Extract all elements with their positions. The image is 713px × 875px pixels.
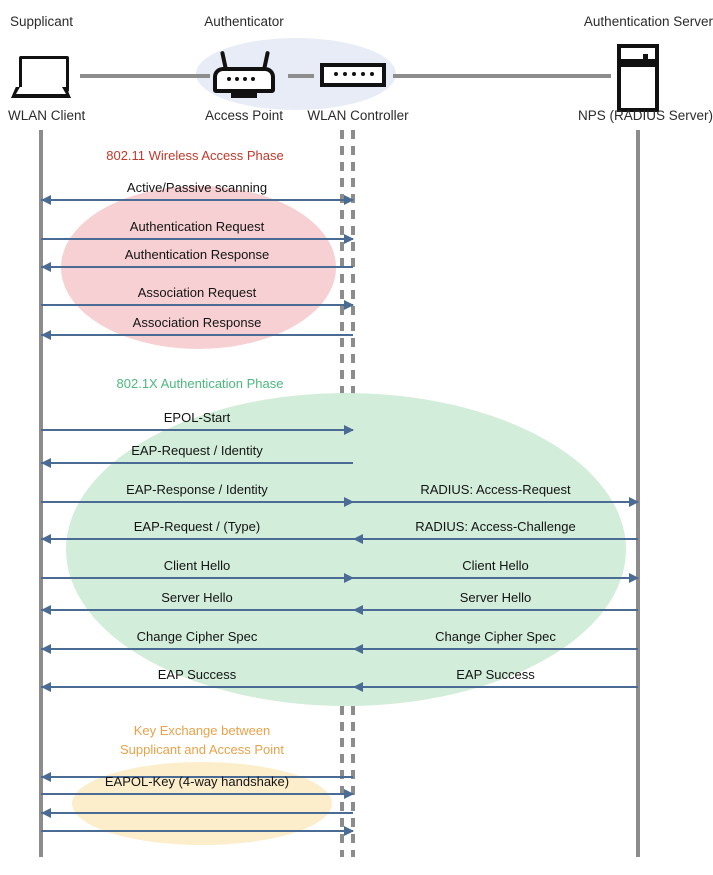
link-ap-to-controller: [288, 74, 314, 78]
arrow-head-right: [629, 497, 639, 507]
message-label: RADIUS: Access-Challenge: [415, 519, 576, 534]
arrow-head-left: [41, 682, 51, 692]
phase-label-key-exchange-line2: Supplicant and Access Point: [119, 742, 285, 757]
arrow-head-left: [41, 458, 51, 468]
arrow-line: [41, 793, 353, 795]
actor-role-authenticator: Authenticator: [204, 14, 284, 29]
arrow-head-right: [344, 300, 354, 310]
lifeline-supplicant: [39, 130, 43, 857]
message-label: EAP-Request / (Type): [133, 519, 261, 534]
actor-role-supplicant: Supplicant: [10, 14, 74, 29]
arrow-head-right: [344, 826, 354, 836]
message-label: Server Hello: [161, 590, 233, 605]
arrow-line: [41, 830, 353, 832]
arrow-line: [41, 501, 353, 503]
server-icon: [617, 44, 659, 112]
arrow-line: [41, 776, 353, 778]
message-label: Client Hello: [462, 558, 529, 573]
message-label: Association Request: [137, 285, 257, 300]
arrow-line: [41, 334, 353, 336]
arrow-head-left: [41, 534, 51, 544]
arrow-line: [41, 812, 353, 814]
link-client-to-ap: [80, 74, 210, 78]
arrow-head-left: [41, 262, 51, 272]
arrow-line: [41, 577, 353, 579]
message-label: EAP Success: [456, 667, 535, 682]
arrow-head-right: [344, 573, 354, 583]
message-label: EAPOL-Key (4-way handshake): [104, 774, 290, 789]
arrow-line: [41, 304, 353, 306]
arrow-head-left: [41, 605, 51, 615]
actor-device-access-point: Access Point: [204, 108, 284, 123]
phase-label-8021x: 802.1X Authentication Phase: [116, 376, 284, 391]
phase-label-80211: 802.11 Wireless Access Phase: [106, 148, 284, 163]
lifeline-auth-server: [636, 130, 640, 857]
message-label: EPOL-Start: [163, 410, 231, 425]
arrow-line: [41, 199, 353, 201]
actor-device-nps-radius-server: NPS (RADIUS Server): [577, 108, 713, 123]
arrow-line: [41, 429, 353, 431]
arrow-head-right: [629, 573, 639, 583]
arrow-line: [353, 538, 638, 540]
message-label: EAP-Response / Identity: [126, 482, 268, 497]
arrow-head-right: [344, 789, 354, 799]
actor-device-wlan-controller: WLAN Controller: [307, 108, 409, 123]
arrow-line: [353, 501, 638, 503]
message-label: Association Response: [132, 315, 262, 330]
message-label: Client Hello: [163, 558, 231, 573]
phase-ellipse-8021x: [66, 393, 626, 706]
arrow-line: [41, 462, 353, 464]
actor-role-authentication-server: Authentication Server: [583, 14, 713, 29]
wlan-controller-icon: [320, 63, 386, 87]
arrow-head-left: [353, 682, 363, 692]
message-label: Change Cipher Spec: [136, 629, 258, 644]
message-label: Change Cipher Spec: [435, 629, 556, 644]
arrow-line: [41, 686, 353, 688]
arrow-line: [41, 266, 353, 268]
message-label: Active/Passive scanning: [126, 180, 268, 195]
arrow-head-left: [353, 644, 363, 654]
arrow-head-right: [344, 195, 354, 205]
arrow-head-left: [41, 808, 51, 818]
arrow-line: [41, 538, 353, 540]
arrow-head-left: [41, 644, 51, 654]
message-label: RADIUS: Access-Request: [420, 482, 571, 497]
access-point-icon: [213, 50, 277, 101]
arrow-line: [41, 648, 353, 650]
message-label: Authentication Response: [124, 247, 270, 262]
arrow-line: [353, 609, 638, 611]
arrow-head-right: [344, 234, 354, 244]
arrow-head-left: [41, 330, 51, 340]
arrow-line: [353, 686, 638, 688]
phase-label-key-exchange-line1: Key Exchange between: [133, 723, 271, 738]
arrow-line: [41, 238, 353, 240]
arrow-line: [353, 648, 638, 650]
arrow-line: [353, 577, 638, 579]
message-label: EAP-Request / Identity: [131, 443, 263, 458]
link-controller-to-server: [393, 74, 611, 78]
message-label: Server Hello: [459, 590, 532, 605]
actor-device-wlan-client: WLAN Client: [8, 108, 86, 123]
message-label: EAP Success: [157, 667, 237, 682]
arrow-head-left: [353, 605, 363, 615]
arrow-line: [41, 609, 353, 611]
message-label: Authentication Request: [129, 219, 265, 234]
arrow-head-left: [41, 195, 51, 205]
laptop-icon: [11, 56, 73, 101]
arrow-head-left: [353, 534, 363, 544]
arrow-head-right: [344, 425, 354, 435]
arrow-head-right: [344, 497, 354, 507]
arrow-head-left: [41, 772, 51, 782]
